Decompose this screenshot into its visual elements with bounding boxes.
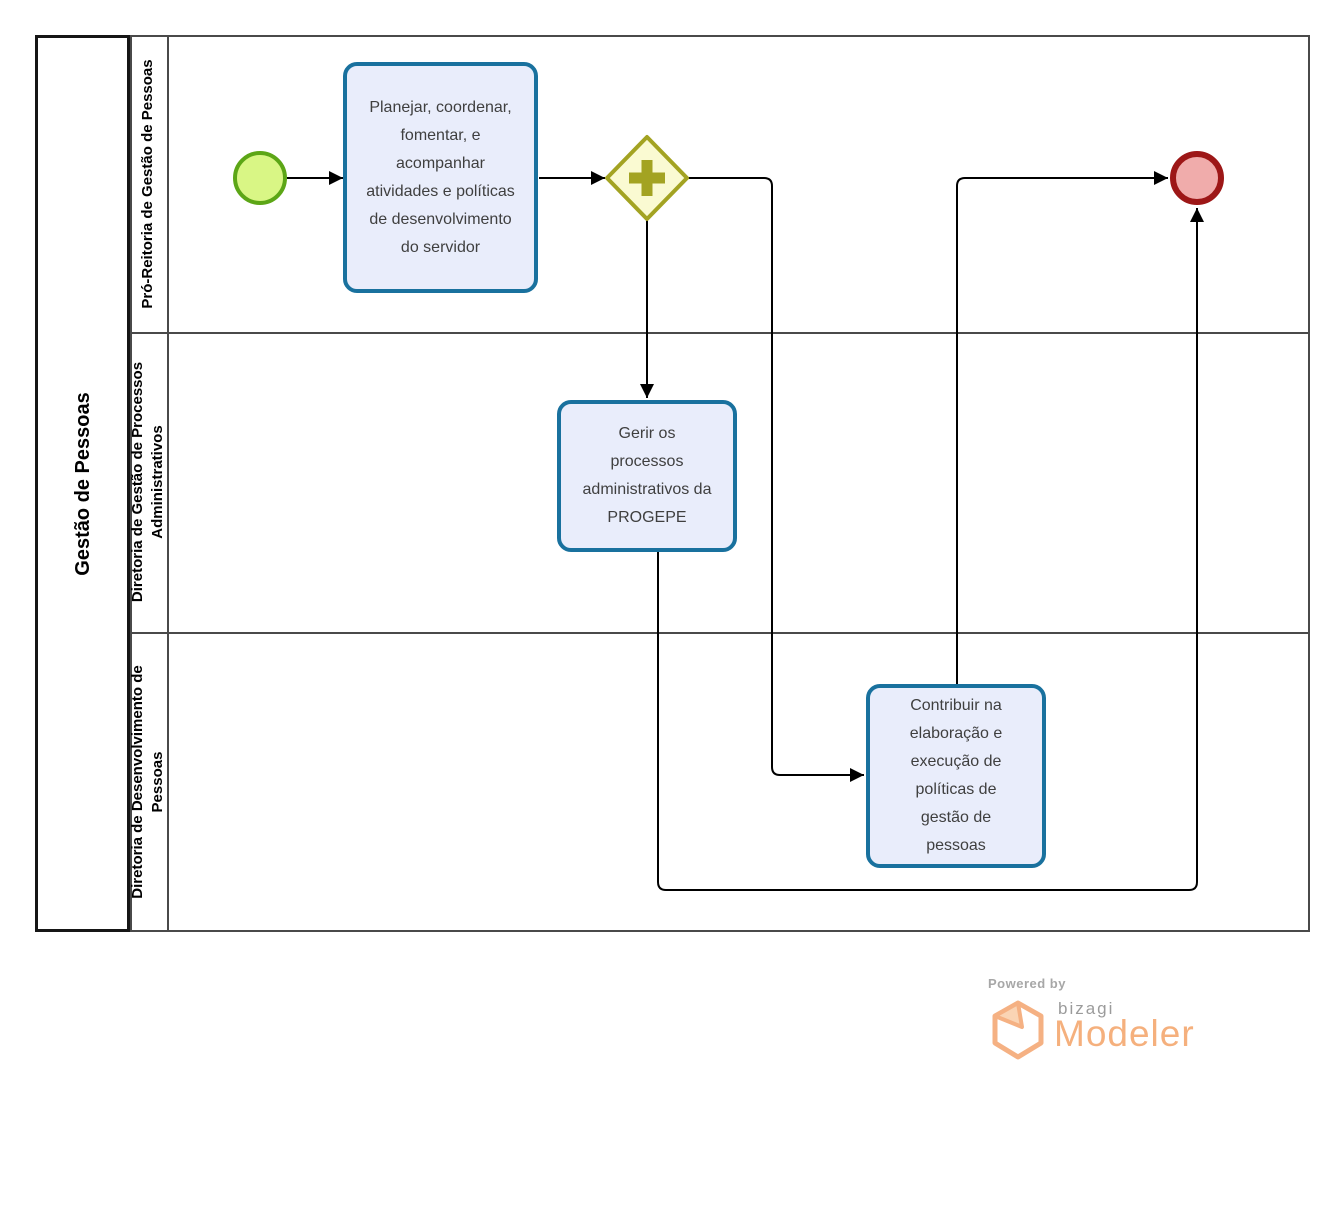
task-label: Planejar, coordenar, fomentar, e acompan… bbox=[366, 98, 515, 256]
bizagi-wordmark: bizagi bbox=[1058, 999, 1115, 1018]
task-contribuir-politicas[interactable]: Contribuir na elaboração e execução de p… bbox=[866, 684, 1046, 868]
bizagi-hexagon-icon bbox=[992, 1000, 1044, 1060]
powered-by-text: Powered by bbox=[988, 976, 1066, 991]
task-gerir-processos[interactable]: Gerir os processos administrativos da PR… bbox=[557, 400, 737, 552]
pool-gestao-de-pessoas[interactable] bbox=[35, 35, 130, 932]
parallel-gateway[interactable] bbox=[605, 135, 689, 221]
flow-task-gerir-to-end[interactable] bbox=[657, 208, 1204, 891]
end-event[interactable] bbox=[1170, 151, 1224, 205]
modeler-wordmark: Modeler bbox=[1054, 1013, 1195, 1054]
start-event[interactable] bbox=[233, 151, 287, 205]
flow-task-contribuir-to-end[interactable] bbox=[956, 171, 1168, 684]
lane-divider-2 bbox=[131, 632, 1308, 634]
task-label: Gerir os processos administrativos da PR… bbox=[582, 425, 712, 526]
flow-gateway-to-task-contribuir[interactable] bbox=[687, 177, 864, 782]
task-planejar-coordenar[interactable]: Planejar, coordenar, fomentar, e acompan… bbox=[343, 62, 538, 293]
plus-icon bbox=[629, 160, 665, 196]
task-label: Contribuir na elaboração e execução de p… bbox=[909, 697, 1003, 854]
lane-header-divider bbox=[167, 35, 169, 932]
lane-divider-1 bbox=[131, 332, 1308, 334]
bizagi-branding: Powered by bizagi Modeler bbox=[988, 976, 1248, 1063]
